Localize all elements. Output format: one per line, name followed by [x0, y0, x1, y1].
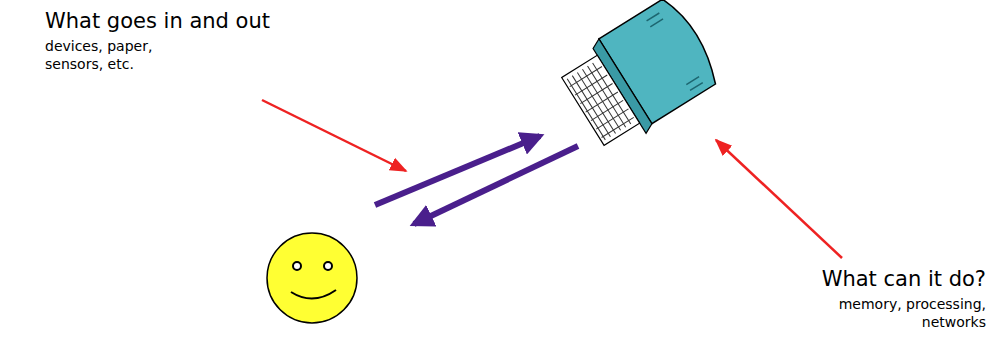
- computer-icon: [555, 0, 727, 156]
- callout-note: devices, paper, sensors, etc.: [45, 38, 180, 73]
- callout-heading: What can it do?: [822, 266, 986, 292]
- smiley-face: [267, 233, 357, 323]
- eye: [293, 262, 301, 270]
- keyboard: [562, 55, 640, 145]
- input-arrow: [375, 136, 540, 205]
- output-arrow: [414, 146, 578, 224]
- vent: [686, 77, 702, 91]
- keyboard-keys: [565, 60, 635, 141]
- callout-heading: What goes in and out: [45, 8, 270, 34]
- leader-line: [262, 100, 406, 171]
- eye: [324, 262, 332, 270]
- vent: [647, 13, 663, 27]
- face: [267, 233, 357, 323]
- leader-line: [716, 140, 842, 258]
- smile: [291, 290, 336, 299]
- callout-note: memory, processing, networks: [816, 296, 986, 331]
